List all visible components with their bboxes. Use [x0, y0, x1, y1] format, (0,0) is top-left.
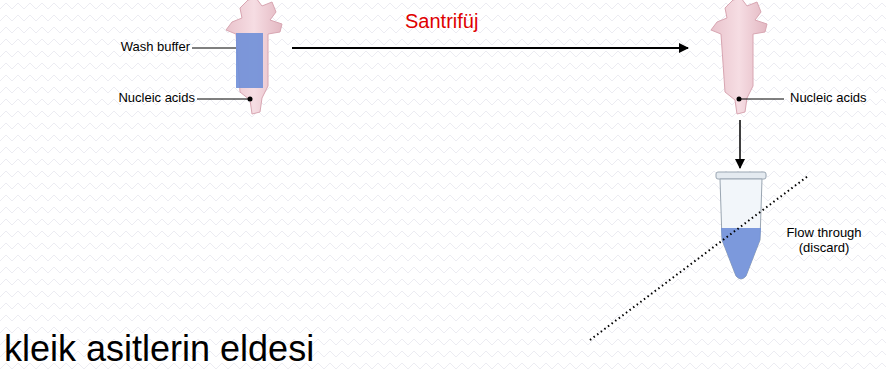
heading-text: kleik asitlerin eldesi [4, 328, 314, 369]
part-label: Wash buffer [121, 40, 190, 55]
process-arrow [292, 47, 688, 49]
wash-buffer [236, 33, 263, 88]
leader-line [197, 99, 248, 100]
spin-column [711, 0, 767, 114]
step-label: Santrifüj [405, 10, 478, 33]
leader-line [741, 99, 784, 100]
flow-arrow [739, 120, 741, 168]
part-label: Nucleic acids [790, 91, 867, 106]
part-label: Flow through (discard) [770, 226, 878, 256]
leader-line [192, 48, 236, 49]
part-label: Nucleic acids [118, 91, 195, 106]
dotted-leader [590, 176, 808, 340]
spin-column [226, 0, 282, 114]
